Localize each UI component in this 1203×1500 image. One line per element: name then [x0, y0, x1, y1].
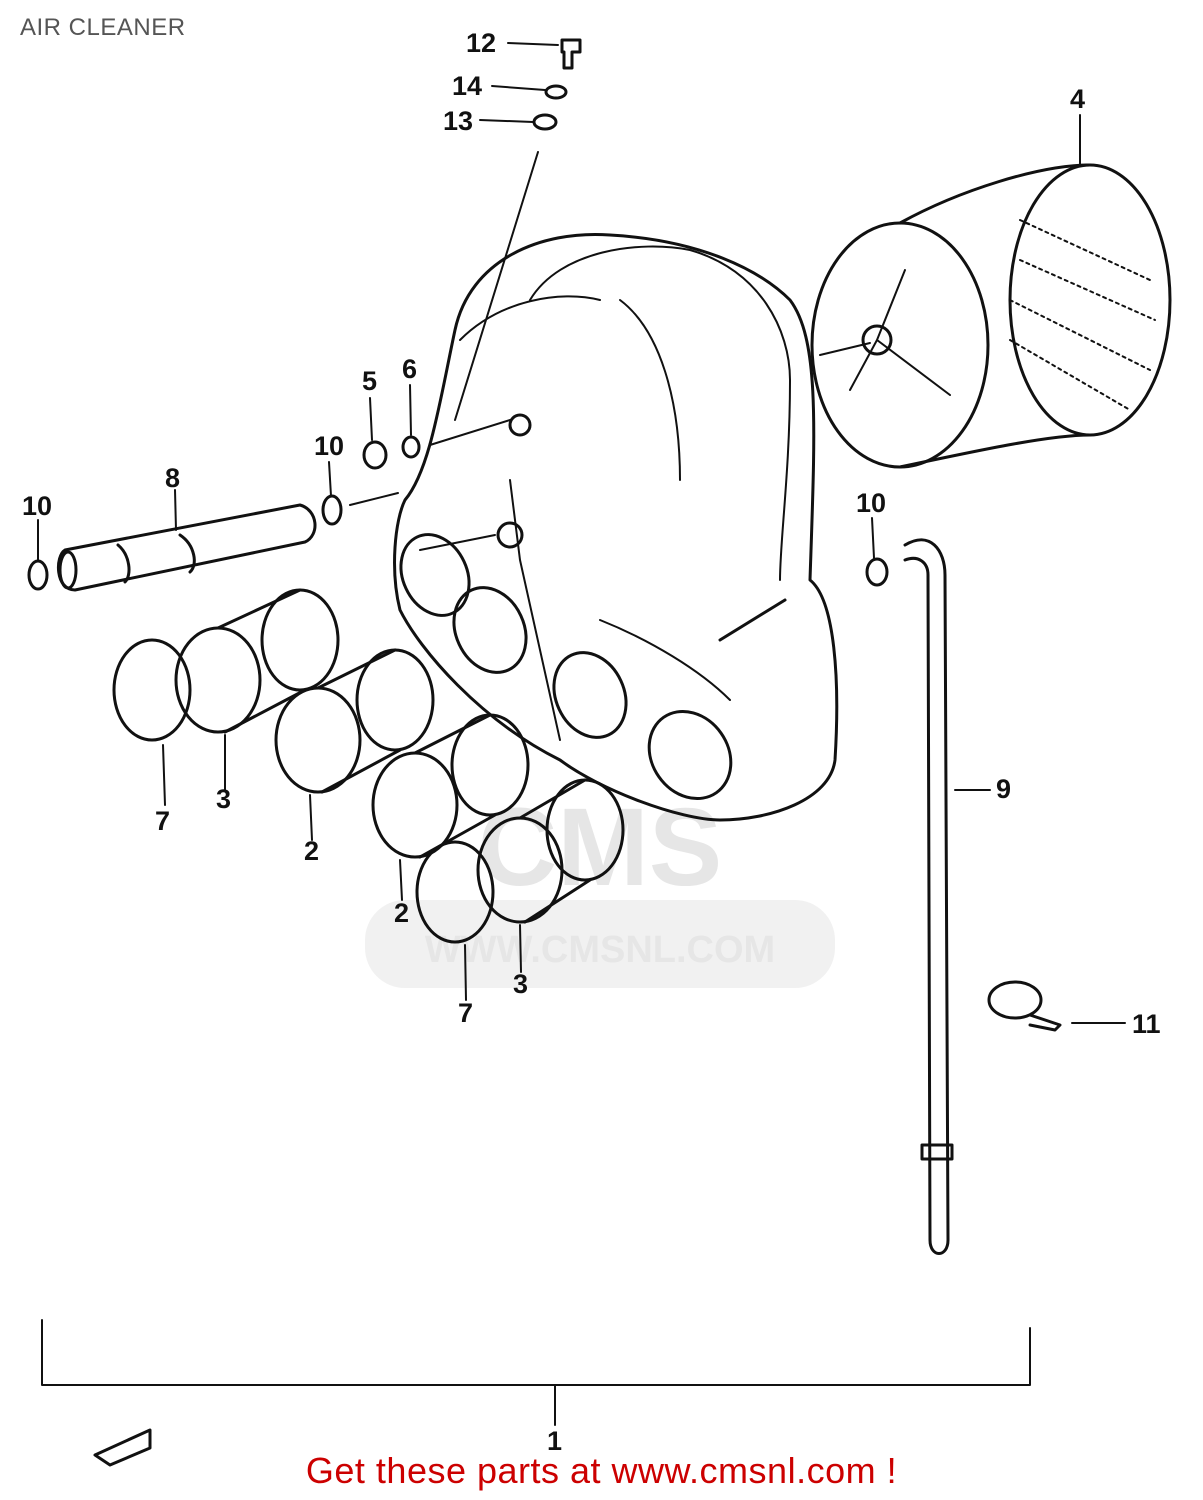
- air-cleaner-box: [393, 232, 839, 822]
- callout-10-mid: 10: [314, 431, 344, 461]
- callout-14: 14: [452, 71, 482, 101]
- pipe: [56, 503, 317, 592]
- callout-3-left: 3: [216, 784, 231, 814]
- callout-8: 8: [165, 463, 180, 493]
- callout-4: 4: [1070, 84, 1085, 114]
- bolt-and-washers: [362, 38, 582, 470]
- callout-13: 13: [443, 106, 473, 136]
- callout-3-right: 3: [513, 969, 528, 999]
- watermark-brand: CMS: [478, 786, 722, 909]
- watermark: CMS WWW.CMSNL.COM: [365, 786, 835, 988]
- callout-10-right: 10: [856, 488, 886, 518]
- callout-11: 11: [1132, 1009, 1161, 1039]
- intake-pipes: [112, 588, 625, 944]
- box-port-1: [399, 533, 471, 617]
- hose-clamp: [987, 980, 1062, 1032]
- callout-6: 6: [402, 354, 417, 384]
- diagram-title: AIR CLEANER: [20, 14, 186, 41]
- box-port-2: [452, 586, 528, 674]
- box-port-4: [647, 709, 733, 801]
- callout-numbers: 12 14 13 4 5 6 10 8 10 10 9 7 3 2 2 7 3 …: [22, 28, 1161, 1456]
- clip-ring-mid: [321, 494, 343, 526]
- promo-link-text[interactable]: Get these parts at www.cmsnl.com !: [305, 1450, 898, 1491]
- callout-7-left: 7: [155, 806, 170, 836]
- callout-1: 1: [547, 1426, 562, 1456]
- callout-2-right: 2: [394, 898, 409, 928]
- leader-lines: [37, 42, 1126, 1467]
- watermark-site: WWW.CMSNL.COM: [425, 929, 775, 971]
- callout-2-left: 2: [304, 836, 319, 866]
- callout-5: 5: [362, 366, 377, 396]
- callout-7-right: 7: [458, 998, 473, 1028]
- callout-12: 12: [466, 28, 496, 58]
- filter-element: [810, 163, 1172, 469]
- box-port-3: [552, 651, 628, 739]
- clip-ring-right: [865, 557, 889, 587]
- callout-10-left: 10: [22, 491, 52, 521]
- drain-hose: [903, 538, 954, 1255]
- callout-9: 9: [996, 774, 1011, 804]
- clip-ring-left: [27, 559, 49, 591]
